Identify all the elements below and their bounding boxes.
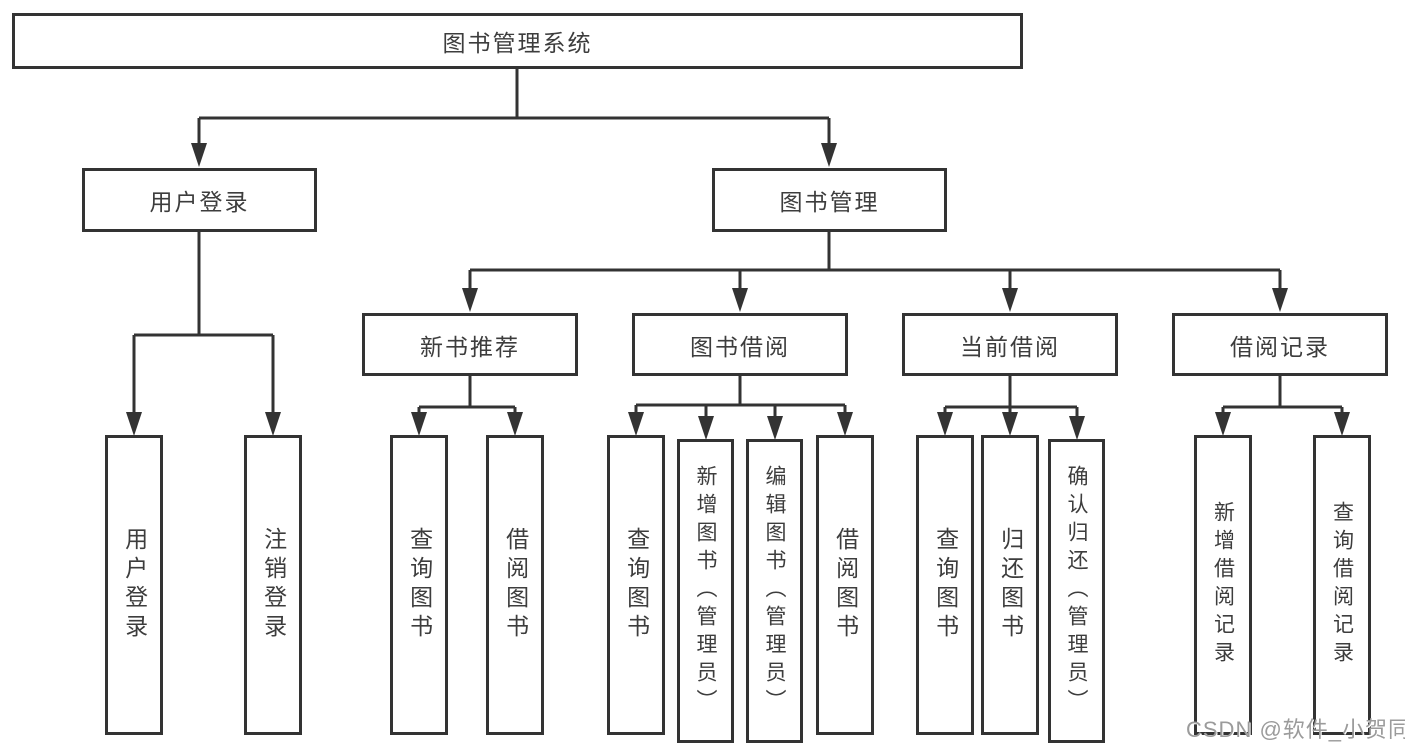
node-label: 图书管理 [779,189,880,215]
node-label: 查询图书 [623,527,650,643]
node-book-management: 图书管理 [712,168,947,232]
leaf-query-book-borrowing: 查询图书 [607,435,665,735]
arrow-down-icon [1002,288,1018,312]
arrow-down-icon [507,412,523,436]
leaf-confirm-return-admin: 确认归还（管理员） [1048,439,1105,743]
leaf-add-borrow-record: 新增借阅记录 [1194,435,1252,735]
node-label: 借阅图书 [502,527,529,643]
arrow-down-icon [126,412,142,436]
node-label: 查询图书 [932,527,959,643]
leaf-query-book-current: 查询图书 [916,435,974,735]
connector-root-drop [197,69,831,145]
leaf-user-login: 用户登录 [105,435,163,735]
leaf-borrow-book-recommend: 借阅图书 [486,435,544,735]
arrow-down-icon [628,412,644,436]
arrow-down-icon [1334,412,1350,436]
arrow-down-icon [1215,412,1231,436]
node-label: 新增图书（管理员） [694,465,718,717]
node-label: 确认归还（管理员） [1065,465,1089,717]
arrow-down-icon [1272,288,1288,312]
connector-user-login-branch [132,232,275,414]
node-label: 归还图书 [997,527,1024,643]
leaf-add-book-admin: 新增图书（管理员） [677,439,734,743]
node-new-book-recommendation: 新书推荐 [362,313,578,376]
connector-borrow-records-branch [1221,376,1344,416]
node-user-login: 用户登录 [82,168,317,232]
node-label: 用户登录 [121,527,148,643]
node-borrowing-records: 借阅记录 [1172,313,1388,376]
arrow-down-icon [821,143,837,167]
arrow-down-icon [767,416,783,440]
arrow-down-icon [698,416,714,440]
node-current-borrowing: 当前借阅 [902,313,1118,376]
leaf-query-borrow-record: 查询借阅记录 [1313,435,1371,735]
node-label: 查询借阅记录 [1330,501,1354,669]
arrow-down-icon [1069,416,1085,440]
node-label: 编辑图书（管理员） [763,465,787,717]
arrow-down-icon [265,412,281,436]
arrow-down-icon [837,412,853,436]
connector-book-borrow-branch [634,376,847,419]
connector-current-borrow-branch [943,376,1079,419]
arrow-down-icon [411,412,427,436]
node-label: 新增借阅记录 [1211,501,1235,669]
node-label: 新书推荐 [420,333,520,360]
node-label: 图书管理系统 [442,30,593,56]
arrow-down-icon [937,412,953,436]
arrowheads [126,143,1350,440]
leaf-query-book-recommend: 查询图书 [390,435,448,735]
leaf-return-book: 归还图书 [981,435,1039,735]
node-label: 查询图书 [406,527,433,643]
node-label: 图书借阅 [690,333,790,360]
leaf-logout: 注销登录 [244,435,302,735]
node-label: 借阅记录 [1230,333,1330,360]
arrow-down-icon [1002,412,1018,436]
node-label: 注销登录 [260,527,287,643]
node-label: 用户登录 [149,189,250,215]
connector-book-mgmt-branch [468,232,1282,291]
arrow-down-icon [191,143,207,167]
connector-new-book-rec-branch [417,376,517,416]
leaf-edit-book-admin: 编辑图书（管理员） [746,439,803,743]
node-book-borrowing: 图书借阅 [632,313,848,376]
watermark-text: CSDN @软件_小贺同学 [1186,717,1405,742]
node-label: 当前借阅 [960,333,1060,360]
node-label: 借阅图书 [832,527,859,643]
node-library-management-system: 图书管理系统 [12,13,1023,69]
leaf-borrow-book: 借阅图书 [816,435,874,735]
arrow-down-icon [732,288,748,312]
arrow-down-icon [462,288,478,312]
